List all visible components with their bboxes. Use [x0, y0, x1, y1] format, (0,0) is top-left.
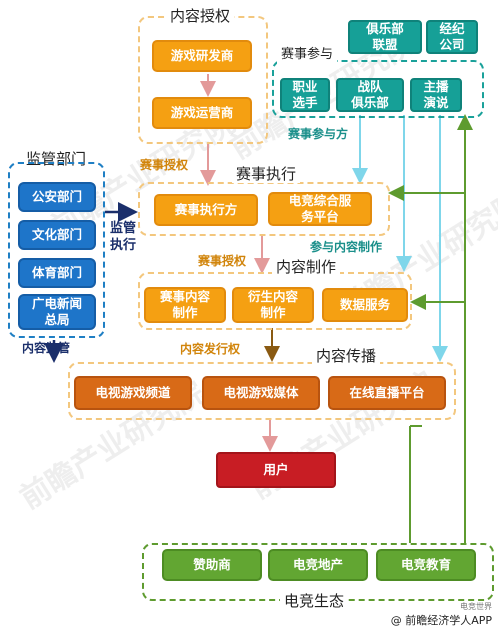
competition-execution-group: [138, 182, 390, 236]
footer-subtitle: 电竞世界: [460, 602, 492, 611]
tv-game-media-box: 电视游戏媒体: [202, 376, 320, 410]
regulators-group: [8, 162, 105, 338]
competition-execution-title: 赛事执行: [232, 165, 301, 183]
competition-participation-title: 赛事参与: [277, 46, 338, 64]
team-club-box: 战队 俱乐部: [336, 78, 404, 112]
supervise-execute-label: 监管 执行: [110, 221, 137, 253]
content-authorization-title: 内容授权: [166, 7, 235, 25]
tv-game-channel-box: 电视游戏频道: [74, 376, 192, 410]
data-service-box: 数据服务: [322, 288, 408, 322]
sports-dept-box: 体育部门: [18, 258, 96, 288]
footer-credit: 电竞世界 @ 前瞻经济学人APP: [391, 601, 492, 628]
participate-production-label: 参与内容制作: [310, 240, 383, 254]
user-box: 用户: [216, 452, 336, 488]
participants-label: 赛事参与方: [288, 127, 349, 141]
live-streaming-box: 在线直播平台: [328, 376, 446, 410]
sapprft-box: 广电新闻 总局: [18, 294, 96, 330]
distribution-rights-label: 内容发行权: [180, 342, 241, 356]
platform-box: 电竞综合服 务平台: [268, 192, 372, 226]
content-distribution-title: 内容传播: [312, 347, 381, 365]
pro-player-box: 职业 选手: [280, 78, 330, 112]
culture-dept-box: 文化部门: [18, 220, 96, 250]
game-operator-box: 游戏运营商: [152, 97, 252, 129]
esports-property-box: 电竞地产: [268, 549, 368, 581]
esports-ecosystem-title: 电竞生态: [280, 592, 349, 610]
streamer-box: 主播 演说: [410, 78, 462, 112]
event-content-box: 赛事内容 制作: [144, 287, 226, 323]
content-distribution-group: [68, 362, 456, 420]
footer-text: @ 前瞻经济学人APP: [390, 614, 492, 627]
content-supervision-label: 内容监管: [22, 341, 71, 355]
content-production-title: 内容制作: [272, 258, 341, 276]
public-security-box: 公安部门: [18, 182, 96, 212]
derivative-content-box: 衍生内容 制作: [232, 287, 314, 323]
event-authorization-label-1: 赛事授权: [140, 158, 189, 172]
esports-education-box: 电竞教育: [376, 549, 476, 581]
game-developer-box: 游戏研发商: [152, 40, 252, 72]
sponsor-box: 赞助商: [162, 549, 262, 581]
agency-box: 经纪 公司: [426, 20, 478, 54]
event-authorization-label-2: 赛事授权: [198, 254, 247, 268]
competition-participation-group: [272, 60, 484, 118]
executor-box: 赛事执行方: [154, 194, 258, 226]
club-alliance-box: 俱乐部 联盟: [348, 20, 422, 54]
